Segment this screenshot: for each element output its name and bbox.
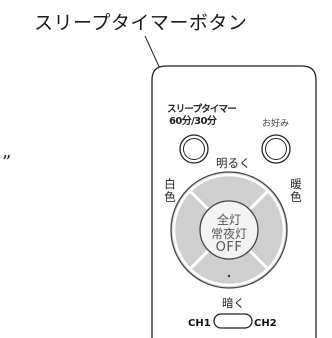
sleep-timer-button-inner[interactable] xyxy=(183,138,205,160)
channel-switch[interactable] xyxy=(213,313,253,329)
cropped-text-fragment: ” xyxy=(2,152,12,173)
dpad-divider-se xyxy=(248,249,270,271)
channel-2-label: CH2 xyxy=(254,318,277,329)
center-label-line1: 全灯 xyxy=(216,213,241,227)
sleep-timer-sublabel: 60分/30分 xyxy=(169,116,217,127)
dpad-left-label: 白色 xyxy=(164,177,176,204)
center-label-line2: 常夜灯 xyxy=(210,227,247,241)
sleep-timer-button[interactable] xyxy=(179,134,209,164)
channel-1-label: CH1 xyxy=(188,318,211,329)
favorite-button[interactable] xyxy=(261,134,291,164)
center-label-line3: OFF xyxy=(215,240,243,255)
dpad-right-label: 暖色 xyxy=(290,177,302,204)
dpad-center-label: 全灯 常夜灯 OFF xyxy=(203,213,255,255)
dpad-down-label: 暗く xyxy=(222,296,245,310)
dpad-divider-ne xyxy=(248,189,270,211)
dpad-divider-sw xyxy=(188,249,210,271)
dpad-divider-nw xyxy=(188,189,210,211)
callout-label: スリープタイマーボタン xyxy=(34,12,248,34)
dpad-up-label: 明るく xyxy=(216,156,251,170)
dpad-center-button[interactable] xyxy=(199,200,259,260)
sleep-timer-label: スリープタイマー xyxy=(167,104,237,115)
favorite-button-inner[interactable] xyxy=(265,138,287,160)
favorite-label: お好み xyxy=(262,119,290,129)
dpad-down-dot xyxy=(227,274,231,278)
